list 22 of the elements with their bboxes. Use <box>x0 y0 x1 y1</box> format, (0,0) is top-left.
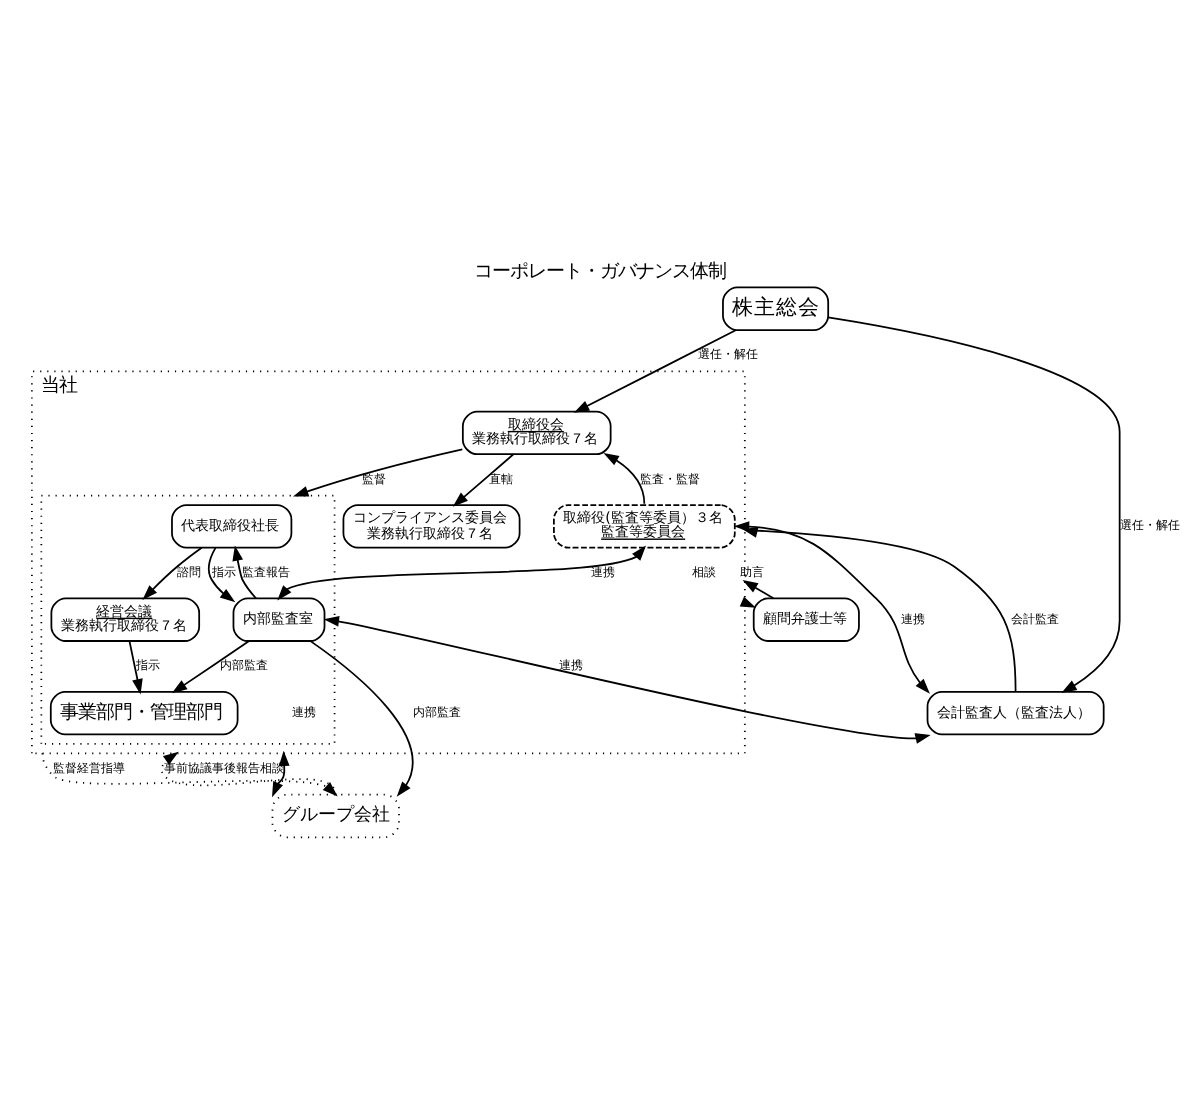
arrow <box>128 640 143 695</box>
arrow <box>603 453 646 505</box>
node-box: 事業部門・管理部門 <box>49 690 239 736</box>
arrow <box>309 640 414 797</box>
arrow <box>827 316 1121 694</box>
arrow <box>142 546 203 600</box>
node-box: 株主総会 <box>722 286 830 331</box>
arrow <box>160 751 337 796</box>
arrow <box>272 750 290 798</box>
arrow <box>41 752 338 797</box>
diagram-title: コーポレート・ガバナンス体制 <box>474 260 726 283</box>
node-box: グループ会社 <box>271 793 400 839</box>
arrow <box>742 580 775 600</box>
arrow <box>232 545 257 600</box>
cluster <box>40 494 336 745</box>
arrow <box>573 329 738 413</box>
arrow <box>207 547 236 603</box>
arrow <box>323 616 931 744</box>
arrow <box>452 453 515 507</box>
arrow <box>293 448 464 497</box>
arrow <box>277 545 647 601</box>
arrow <box>171 640 250 694</box>
